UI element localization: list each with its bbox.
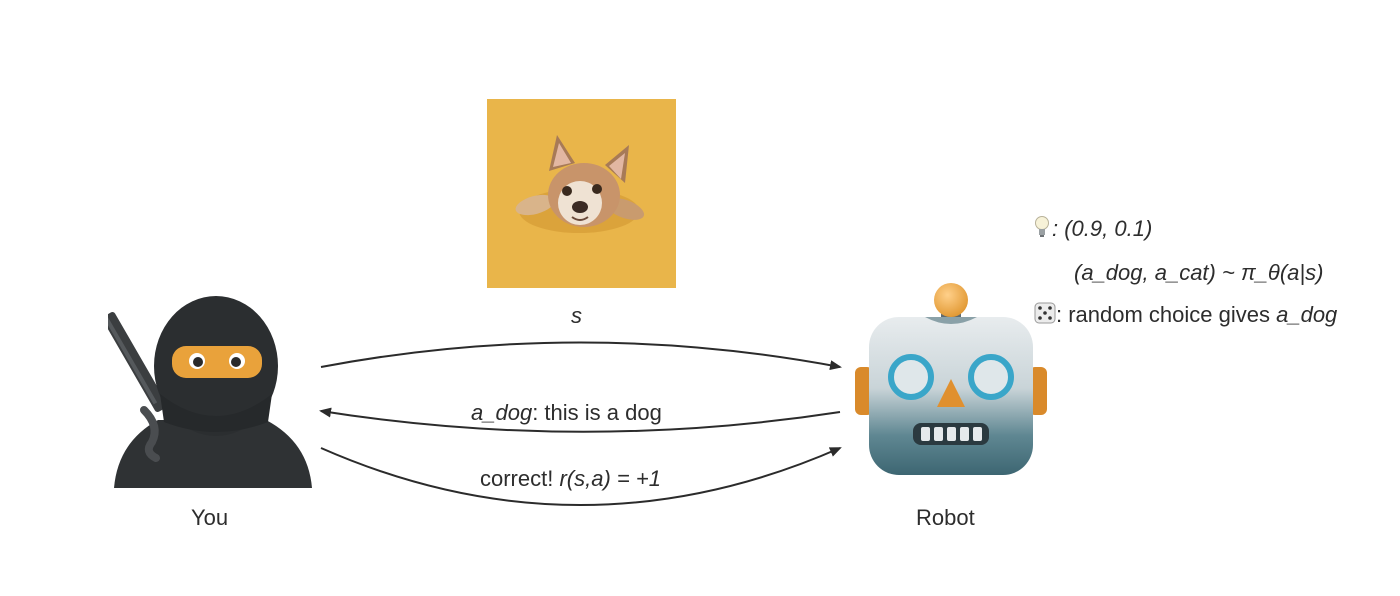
lightbulb-icon (1034, 216, 1052, 244)
probs-text: : (0.9, 0.1) (1052, 216, 1153, 241)
action-text: : this is a dog (532, 400, 662, 425)
action-label: a_dog: this is a dog (471, 400, 662, 426)
you-label: You (191, 505, 229, 530)
reward-prefix: correct! (480, 466, 560, 491)
reward-label: correct! r(s,a) = +1 (480, 466, 661, 492)
probs-annotation: : (0.9, 0.1) (1034, 216, 1152, 244)
action-name: a_dog (471, 400, 533, 425)
dice-icon (1034, 302, 1056, 330)
state-arrow (320, 341, 842, 371)
dog-illustration (515, 135, 645, 233)
choice-annotation: : random choice gives a_dog (1034, 302, 1337, 330)
robot-label: Robot (916, 505, 975, 530)
policy-annotation: (a_dog, a_cat) ~ π_θ(a|s) (1074, 260, 1324, 285)
reward-arrow (320, 447, 842, 506)
choice-action: a_dog (1276, 302, 1338, 327)
reward-value: r(s,a) = +1 (559, 466, 661, 491)
action-arrow (319, 407, 841, 433)
state-label: s (571, 303, 582, 328)
robot-emoji-icon (855, 283, 1047, 479)
choice-text: : random choice gives (1056, 302, 1277, 327)
ninja-emoji-icon (108, 292, 316, 488)
dog-photo (487, 99, 676, 288)
